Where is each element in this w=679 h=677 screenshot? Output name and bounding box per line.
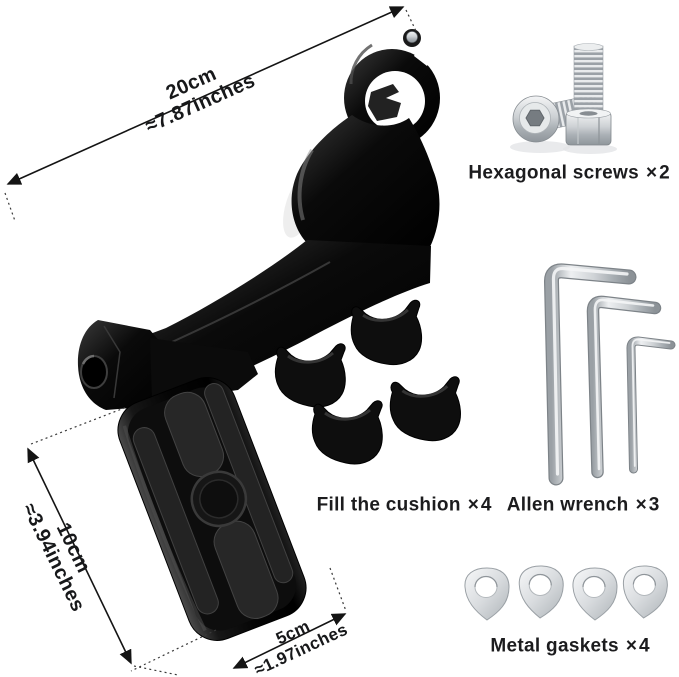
label-hexagonal-screws-count: ×2 [645, 162, 672, 184]
clamp-hinge-pin [406, 31, 418, 43]
label-hexagonal-screws: Hexagonal screws ×2 [468, 164, 671, 183]
dimension-arrows [4, 6, 417, 676]
label-allen-wrench-count: ×3 [635, 494, 662, 516]
cushion-2 [273, 342, 347, 409]
cushion-1 [348, 298, 425, 369]
hexagonal-screws [510, 43, 617, 154]
label-hexagonal-screws-text: Hexagonal screws [468, 162, 639, 184]
cushion-4 [310, 399, 384, 466]
gasket-4 [621, 564, 669, 620]
arrow-length-20cm [6, 6, 405, 185]
label-metal-gaskets-text: Metal gaskets [490, 635, 619, 657]
label-allen-wrench-text: Allen wrench [506, 494, 629, 516]
label-fill-cushion-count: ×4 [467, 494, 494, 516]
gasket-2 [517, 564, 565, 620]
allen-wrench-medium [586, 295, 662, 479]
mount-body [291, 115, 440, 247]
foot-peg [117, 377, 307, 641]
arrow-height-10cm [27, 447, 132, 665]
gasket-1 [464, 567, 510, 621]
label-allen-wrench: Allen wrench ×3 [507, 496, 662, 515]
allen-wrench-large [544, 263, 637, 486]
metal-gaskets [464, 564, 669, 621]
pivot-joint [77, 320, 172, 410]
label-fill-cushion: Fill the cushion ×4 [317, 496, 494, 515]
peg-mount-assembly [77, 29, 440, 641]
cushion-3 [387, 375, 463, 444]
label-metal-gaskets: Metal gaskets ×4 [490, 637, 651, 656]
gasket-3 [572, 567, 618, 621]
label-fill-cushion-text: Fill the cushion [316, 494, 461, 516]
hinge-bracket [150, 338, 258, 402]
label-metal-gaskets-count: ×4 [625, 635, 652, 657]
extension-dotted-lines [4, 9, 417, 676]
allen-wrenches [544, 263, 676, 486]
peg-rib-left [132, 427, 219, 615]
hex-socket [525, 109, 545, 127]
allen-wrench-small [626, 336, 676, 474]
screw-lying-head [512, 95, 560, 143]
arrow-width-5cm [232, 613, 347, 669]
screw-standing [565, 43, 612, 146]
